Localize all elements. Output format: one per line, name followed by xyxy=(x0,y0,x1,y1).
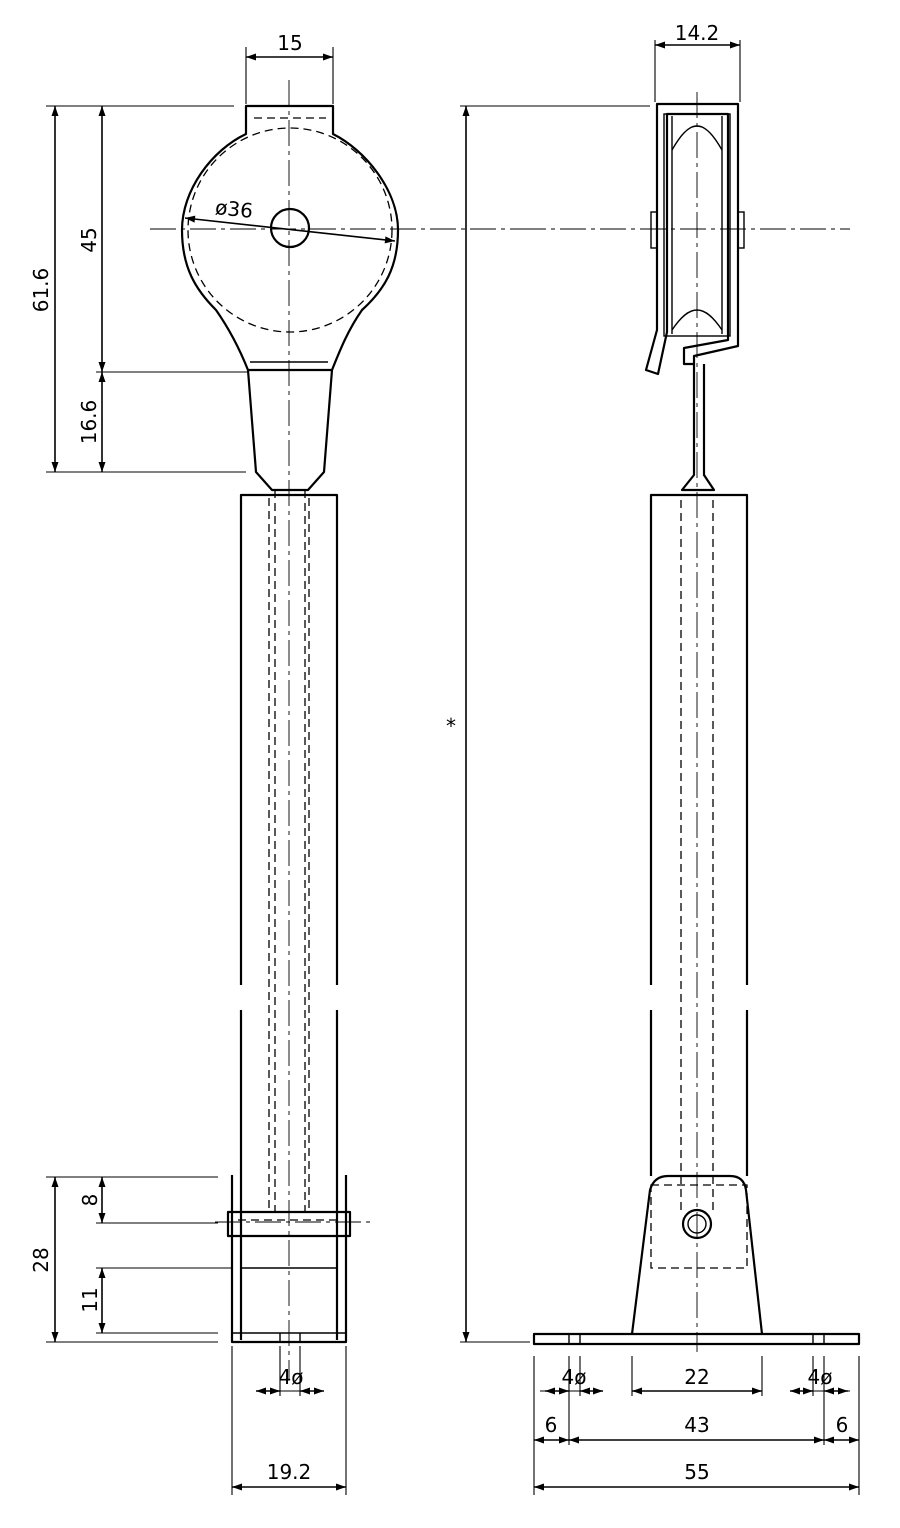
dim-right-hole: 4ø xyxy=(808,1365,833,1389)
dim-bracket-total-height: 28 xyxy=(29,1247,53,1272)
wheel-bottom-groove xyxy=(671,309,723,331)
base-plate xyxy=(532,1332,861,1346)
dim-bracket-base-width: 22 xyxy=(684,1365,709,1389)
side-stem xyxy=(680,364,716,492)
neck xyxy=(246,369,334,492)
dim-left-hole: 4ø xyxy=(562,1365,587,1389)
dim-bracket-lower: 11 xyxy=(78,1287,102,1312)
wheel-frame xyxy=(663,113,731,337)
bracket-hole xyxy=(681,1208,713,1240)
dim-head-upper-height: 45 xyxy=(77,227,101,252)
dim-front-top-width: 15 xyxy=(277,31,302,55)
dimensions: 15 14.2 ø36 61.6 45 16.6 * 2 xyxy=(29,21,860,1495)
bracket-hidden-box xyxy=(650,1184,748,1269)
dim-line-diameter xyxy=(184,215,396,244)
dim-hole-spacing: 43 xyxy=(684,1413,709,1437)
tube-upper xyxy=(239,493,339,985)
dim-head-lower-height: 16.6 xyxy=(77,400,101,445)
wheel-top-groove xyxy=(671,125,723,151)
dim-overall-height: * xyxy=(446,714,456,738)
bracket-front xyxy=(230,1175,348,1344)
side-view xyxy=(520,92,861,1352)
dim-front-base-width: 19.2 xyxy=(267,1460,312,1484)
axle-end-left xyxy=(650,211,658,249)
dim-plate-width: 55 xyxy=(684,1460,709,1484)
side-bracket-foot xyxy=(630,1174,764,1335)
dim-front-hole: 4ø xyxy=(279,1365,304,1389)
dim-head-total-height: 61.6 xyxy=(29,268,53,313)
side-tube-upper xyxy=(649,493,749,985)
bracket-hole-inner xyxy=(687,1214,707,1234)
dim-side-top-width: 14.2 xyxy=(675,21,720,45)
dim-right-edge: 6 xyxy=(836,1413,849,1437)
side-tube-lower xyxy=(649,1010,749,1176)
axle-end-right xyxy=(737,211,745,249)
bolt xyxy=(226,1210,352,1238)
dim-bracket-upper: 8 xyxy=(78,1194,102,1207)
tube-lower xyxy=(239,1010,339,1340)
front-view xyxy=(150,80,520,1380)
dim-left-edge: 6 xyxy=(545,1413,558,1437)
dim-wheel-diameter: ø36 xyxy=(214,195,254,223)
side-bracket xyxy=(644,102,740,376)
